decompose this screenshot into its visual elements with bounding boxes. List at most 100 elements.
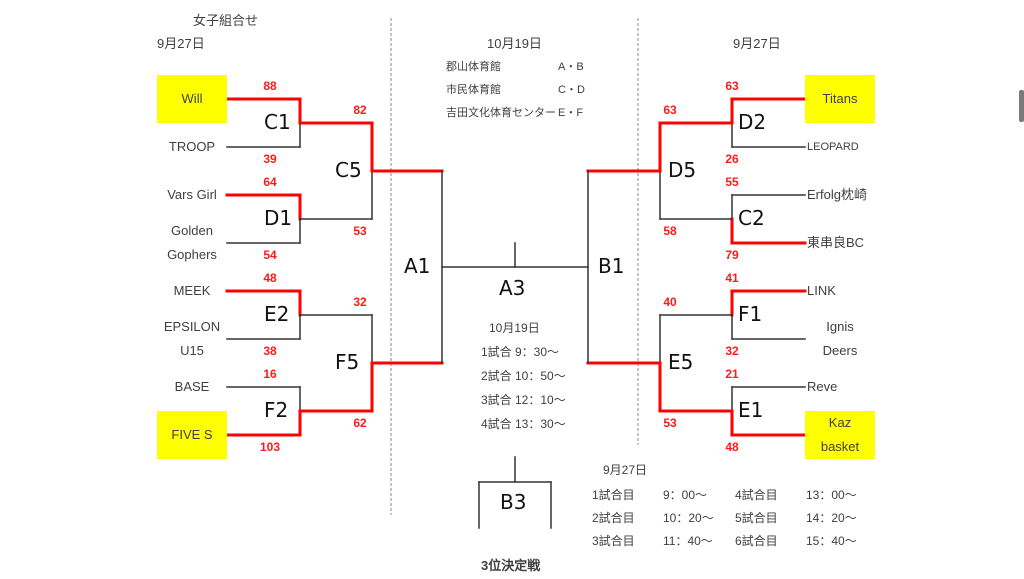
score-top: 63 bbox=[663, 103, 677, 117]
center-date: 10月19日 bbox=[487, 36, 542, 51]
game-label-D1: D1 bbox=[264, 206, 293, 230]
team-name: Vars Girl bbox=[167, 187, 217, 202]
bracket-title: 女子組合せ bbox=[193, 13, 259, 28]
schedule-cell: 2試合目 bbox=[592, 511, 635, 525]
game-label-C5: C5 bbox=[335, 158, 362, 182]
game-label-B1: B1 bbox=[598, 254, 625, 278]
team-name: MEEK bbox=[173, 283, 211, 298]
score-bottom: 79 bbox=[725, 248, 739, 262]
team-left-4: MEEK bbox=[157, 279, 227, 303]
team-left-5: EPSILON U15 bbox=[157, 315, 227, 363]
team-left-6: BASE bbox=[157, 375, 227, 399]
team-name: BASE bbox=[174, 379, 210, 394]
third-place-label: 3位決定戦 bbox=[481, 558, 541, 573]
vertical-scrollbar-thumb[interactable] bbox=[1019, 90, 1024, 122]
score-top: 32 bbox=[353, 295, 367, 309]
schedule-cell: 3試合目 bbox=[592, 534, 635, 548]
venue-courts: C・D bbox=[558, 84, 585, 96]
team-name: Kaz bbox=[828, 415, 852, 430]
game-label-F5: F5 bbox=[335, 350, 360, 374]
team-name: Ignis bbox=[826, 319, 854, 334]
score-top: 41 bbox=[725, 271, 739, 285]
venue-name: 市民体育館 bbox=[446, 84, 501, 96]
bottom-schedule-date: 9月27日 bbox=[603, 463, 648, 477]
game-label-D5: D5 bbox=[668, 158, 697, 182]
score-bottom: 38 bbox=[263, 344, 277, 358]
venue-name: 吉田文化体育センター bbox=[446, 107, 556, 119]
score-bottom: 32 bbox=[725, 344, 739, 358]
game-label-F1: F1 bbox=[738, 302, 763, 326]
score-bottom: 39 bbox=[263, 152, 277, 166]
team-right-6: Reve bbox=[805, 375, 837, 399]
game-label-E2: E2 bbox=[264, 302, 290, 326]
team-right-1: LEOPARD bbox=[805, 135, 859, 159]
schedule-cell: 5試合目 bbox=[735, 511, 778, 525]
schedule-cell: 1試合目 bbox=[592, 488, 635, 502]
game-label-F2: F2 bbox=[264, 398, 289, 422]
score-top: 40 bbox=[663, 295, 677, 309]
team-name: Reve bbox=[807, 379, 838, 394]
game-label-A1: A1 bbox=[404, 254, 431, 278]
score-top: 64 bbox=[263, 175, 277, 189]
team-name: 東串良BC bbox=[807, 235, 865, 250]
final-game-label: A3 bbox=[499, 276, 526, 300]
team-right-7: Kaz basket bbox=[805, 411, 875, 459]
game-label-E1: E1 bbox=[738, 398, 764, 422]
score-top: 55 bbox=[725, 175, 739, 189]
final-schedule-item: 3試合 12：10～ bbox=[481, 393, 566, 407]
team-name: Will bbox=[181, 91, 203, 106]
third-place-game-label: B3 bbox=[500, 490, 527, 514]
team-name: Deers bbox=[822, 343, 858, 358]
final-schedule-item: 4試合 13：30～ bbox=[481, 417, 566, 431]
final-schedule-item: 2試合 10：50～ bbox=[481, 369, 566, 383]
schedule-cell: 11：40～ bbox=[663, 534, 713, 548]
score-top: 88 bbox=[263, 79, 277, 93]
score-bottom: 48 bbox=[725, 440, 739, 454]
score-bottom: 26 bbox=[725, 152, 739, 166]
venue-name: 郡山体育館 bbox=[446, 61, 501, 73]
team-name: Erfolg枕崎 bbox=[807, 187, 867, 202]
team-name: Golden bbox=[171, 223, 213, 238]
team-left-0: Will bbox=[157, 75, 227, 123]
team-name: Titans bbox=[822, 91, 858, 106]
game-label-D2: D2 bbox=[738, 110, 767, 134]
venue-courts: A・B bbox=[558, 61, 584, 73]
schedule-cell: 15：40～ bbox=[806, 534, 857, 548]
score-bottom: 103 bbox=[259, 440, 281, 454]
score-bottom: 54 bbox=[263, 248, 277, 262]
team-name: FIVE S bbox=[171, 427, 213, 442]
team-right-0: Titans bbox=[805, 75, 875, 123]
team-name: LINK bbox=[807, 283, 836, 298]
score-bottom: 53 bbox=[353, 224, 367, 238]
venue-courts: E・F bbox=[558, 107, 584, 119]
game-label-E5: E5 bbox=[668, 350, 694, 374]
final-schedule-date: 10月19日 bbox=[489, 321, 540, 335]
game-label-C1: C1 bbox=[264, 110, 291, 134]
final-schedule-item: 1試合 9：30～ bbox=[481, 345, 560, 359]
game-label-C2: C2 bbox=[738, 206, 765, 230]
score-top: 63 bbox=[725, 79, 739, 93]
schedule-cell: 9：00～ bbox=[663, 488, 708, 502]
score-bottom: 53 bbox=[663, 416, 677, 430]
team-name: Gophers bbox=[167, 247, 217, 262]
schedule-cell: 14：20～ bbox=[806, 511, 857, 525]
schedule-cell: 4試合目 bbox=[735, 488, 778, 502]
score-top: 16 bbox=[263, 367, 277, 381]
team-name: basket bbox=[820, 439, 860, 454]
team-right-2: Erfolg枕崎 bbox=[805, 183, 867, 207]
schedule-cell: 6試合目 bbox=[735, 534, 778, 548]
score-bottom: 62 bbox=[353, 416, 367, 430]
right-date: 9月27日 bbox=[733, 36, 781, 51]
left-date: 9月27日 bbox=[157, 36, 205, 51]
team-left-2: Vars Girl bbox=[157, 183, 227, 207]
team-name: EPSILON bbox=[163, 319, 221, 334]
team-name: U15 bbox=[180, 343, 204, 358]
team-right-3: 東串良BC bbox=[805, 231, 864, 255]
score-top: 82 bbox=[353, 103, 367, 117]
score-top: 48 bbox=[263, 271, 277, 285]
score-top: 21 bbox=[725, 367, 739, 381]
schedule-cell: 13：00～ bbox=[806, 488, 857, 502]
